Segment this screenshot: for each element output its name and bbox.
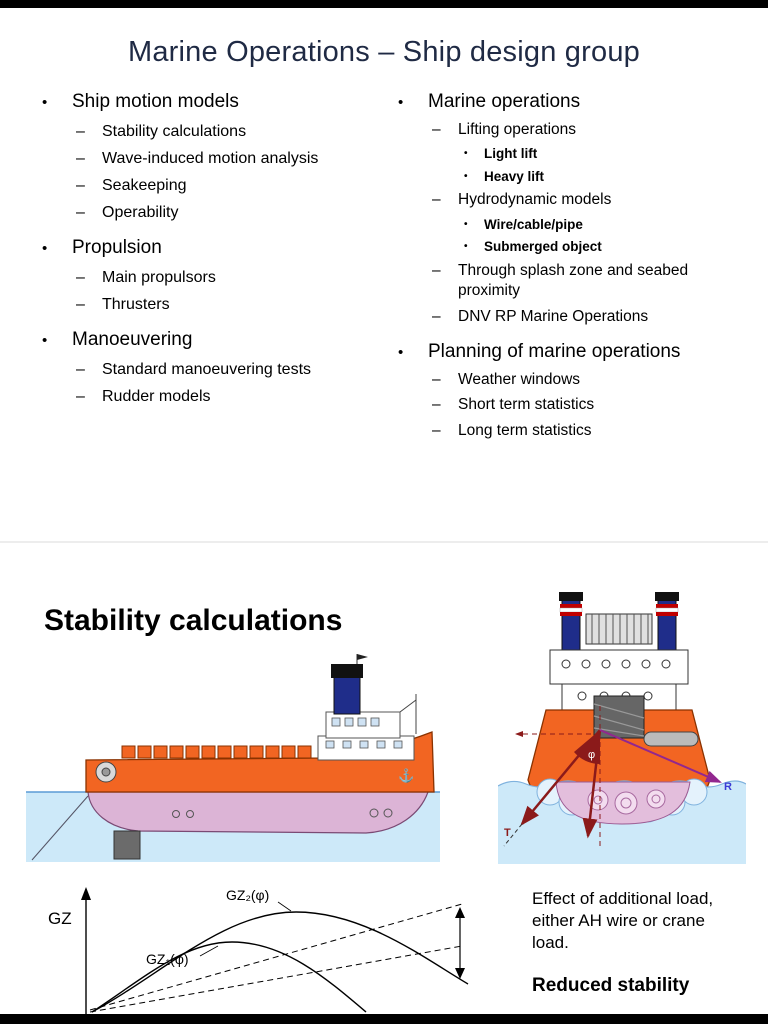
list-item-text: Propulsion [72,237,162,259]
supply-vessel-side-view-illustration: ⚓ [26,654,440,862]
list-item-text: Wire/cable/pipe [484,216,583,232]
bullet-marker: – [432,370,441,388]
list-item-text: Thrusters [102,295,170,313]
heel-angle-phi-label: φ [588,749,595,761]
list-item-text: Operability [102,204,179,222]
list-item: –Through splash zone and seabed proximit… [398,261,692,302]
bullet-marker: • [398,94,404,111]
bullet-marker: – [432,191,441,209]
bullet-marker: • [42,332,48,350]
top-border-bar [0,0,768,8]
bullet-marker: – [76,122,85,140]
list-item: • Propulsion [42,236,336,261]
bullet-marker: • [464,218,468,230]
gz-stability-curve-plot: GZ GZ₂(φ) GZ₁(φ) [48,887,469,1014]
slide2-title: Stability calculations [44,604,343,637]
list-item-text: Rudder models [102,387,211,405]
resultant-r-label: R [724,781,732,793]
bullet-marker: – [432,261,441,279]
bullet-marker: – [432,307,441,325]
list-item-text: Main propulsors [102,268,216,286]
tension-t-label: T [504,827,511,839]
list-item: –Hydrodynamic models [398,190,692,210]
list-item-text: Seakeeping [102,176,187,194]
list-item: • Planning of marine operations [398,340,692,365]
list-item: –Long term statistics [398,421,692,441]
list-item: –Thrusters [42,294,336,315]
list-item: –Seakeeping [42,175,336,196]
list-item: • Submerged object [398,238,692,256]
bullet-marker: • [464,148,468,160]
bullet-marker: – [76,268,85,286]
bullet-marker: – [76,176,85,194]
bullet-marker: – [432,120,441,138]
list-item: –DNV RP Marine Operations [398,307,692,327]
list-item-text: Stability calculations [102,122,247,140]
bullet-list-right: •Marine operations–Lifting operations•Li… [398,90,692,446]
gz2-curve-label: GZ₂(φ) [226,887,269,903]
anchor-icon: ⚓ [398,768,414,783]
list-item: • Heavy lift [398,168,692,186]
caption-text: Effect of additional load, either AH wir… [532,889,714,953]
bullet-list-left: •Ship motion models–Stability calculatio… [42,90,336,413]
vessel-stern-view-illustration: φ R T [498,592,746,864]
list-item-text: Standard manoeuvering tests [102,360,312,378]
list-item-text: Planning of marine operations [428,341,681,363]
list-item-text: Short term statistics [458,396,595,414]
bullet-marker: – [76,295,85,313]
list-item-text: Hydrodynamic models [458,191,612,209]
bullet-marker: – [432,421,441,439]
stability-caption: Effect of additional load, either AH wir… [532,888,746,999]
list-item: –Wave-induced motion analysis [42,148,336,169]
list-item-text: Long term statistics [458,421,592,439]
list-item: • Ship motion models [42,90,336,115]
bullet-marker: • [464,170,468,182]
list-item-text: Weather windows [458,370,581,388]
list-item-text: Heavy lift [484,168,545,184]
slide-divider [0,541,768,543]
list-item-text: Ship motion models [72,91,239,112]
list-item: • Wire/cable/pipe [398,216,692,234]
list-item: –Stability calculations [42,121,336,142]
list-item-text: Through splash zone and seabed proximity [458,261,689,300]
bottom-border-bar [0,1014,768,1024]
list-item: –Standard manoeuvering tests [42,359,336,380]
bullet-marker: – [76,360,85,378]
list-item-text: Marine operations [428,91,581,112]
list-item: • Light lift [398,145,692,163]
slide1-title: Marine Operations – Ship design group [128,36,640,68]
list-item: –Weather windows [398,370,692,390]
list-item: –Lifting operations [398,120,692,140]
list-item-text: Submerged object [484,239,602,255]
bullet-marker: – [76,204,85,222]
list-item-text: Light lift [484,146,538,162]
list-item-text: Wave-induced motion analysis [102,149,319,167]
list-item: –Main propulsors [42,267,336,288]
bullet-marker: – [432,396,441,414]
bullet-marker: – [76,387,85,405]
list-item: –Operability [42,202,336,223]
bullet-marker: • [464,241,468,253]
bullet-marker: • [42,240,48,258]
list-item: • Manoeuvering [42,328,336,353]
bullet-marker: • [398,344,404,362]
list-item-text: Lifting operations [458,120,577,138]
list-item: • Marine operations [398,90,692,115]
bullet-marker: – [76,149,85,167]
list-item: –Short term statistics [398,395,692,415]
list-item: –Rudder models [42,386,336,407]
bullet-marker: • [42,94,48,111]
list-item-text: DNV RP Marine Operations [458,307,649,325]
gz1-curve-label: GZ₁(φ) [146,951,189,967]
list-item-text: Manoeuvering [72,329,193,351]
gz-axis-label: GZ [48,909,72,928]
caption-reduced-stability: Reduced stability [532,975,690,997]
